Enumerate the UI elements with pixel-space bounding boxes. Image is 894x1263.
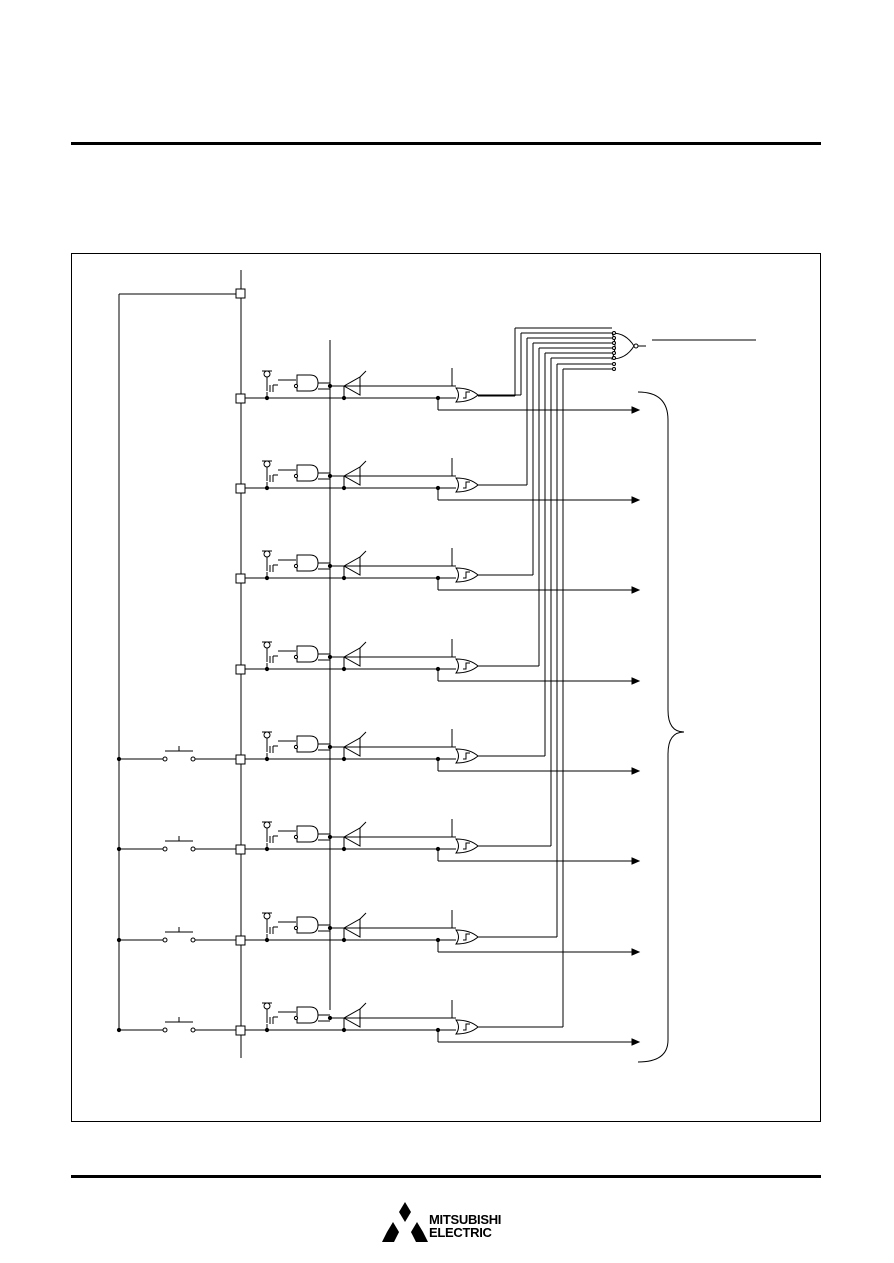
port-terminal (235, 393, 246, 404)
arrow-icon (631, 1038, 641, 1046)
arrow-icon (631, 496, 641, 504)
schmitt-gate (455, 1019, 479, 1035)
footer-rule (71, 1175, 821, 1178)
pullup-node-icon (263, 912, 271, 920)
three-diamonds-icon (382, 1202, 428, 1242)
pullup-node-icon (263, 460, 271, 468)
nor-gate (611, 332, 635, 360)
buffer-icon (342, 1008, 361, 1028)
pullup-node-icon (263, 731, 271, 739)
port-terminal (235, 483, 246, 494)
pullup-node-icon (263, 550, 271, 558)
and-gate (296, 825, 319, 843)
pullup-node-icon (263, 370, 271, 378)
arrow-icon (631, 586, 641, 594)
logo-text-line2: ELECTRIC (429, 1225, 492, 1240)
arrow-icon (631, 767, 641, 775)
arrow-icon (631, 948, 641, 956)
arrow-icon (631, 406, 641, 414)
mitsubishi-electric-logo: MITSUBISHI ELECTRIC (382, 1200, 522, 1244)
and-gate (296, 1006, 319, 1024)
buffer-icon (342, 737, 361, 757)
schmitt-gate (455, 387, 479, 403)
top-bus-terminal (235, 288, 246, 299)
buffer-icon (342, 647, 361, 667)
logo-text-line1: MITSUBISHI (429, 1212, 502, 1227)
schmitt-gate (455, 838, 479, 854)
port-terminal (235, 844, 246, 855)
buffer-icon (342, 918, 361, 938)
pullup-node-icon (263, 821, 271, 829)
switch-contact-icon (162, 1027, 168, 1033)
arrow-icon (631, 857, 641, 865)
port-terminal (235, 754, 246, 765)
switch-contact-icon (162, 756, 168, 762)
schmitt-gate (455, 567, 479, 583)
switch-contact-icon (162, 937, 168, 943)
switch-contact-icon (162, 846, 168, 852)
header-rule (71, 142, 821, 145)
schmitt-gate (455, 748, 479, 764)
output-brace (637, 391, 685, 1063)
port-terminal (235, 573, 246, 584)
schmitt-gate (455, 658, 479, 674)
schmitt-gate (455, 929, 479, 945)
pullup-node-icon (263, 1002, 271, 1010)
port-terminal (235, 664, 246, 675)
arrow-icon (631, 677, 641, 685)
pullup-node-icon (263, 641, 271, 649)
buffer-icon (342, 827, 361, 847)
buffer-icon (342, 556, 361, 576)
buffer-icon (342, 376, 361, 396)
and-gate (296, 735, 319, 753)
and-gate (296, 916, 319, 934)
and-gate (296, 374, 319, 392)
figure-frame (71, 253, 821, 1122)
schmitt-gate (455, 477, 479, 493)
and-gate (296, 645, 319, 663)
and-gate (296, 554, 319, 572)
port-terminal (235, 1025, 246, 1036)
buffer-icon (342, 466, 361, 486)
and-gate (296, 464, 319, 482)
port-terminal (235, 935, 246, 946)
